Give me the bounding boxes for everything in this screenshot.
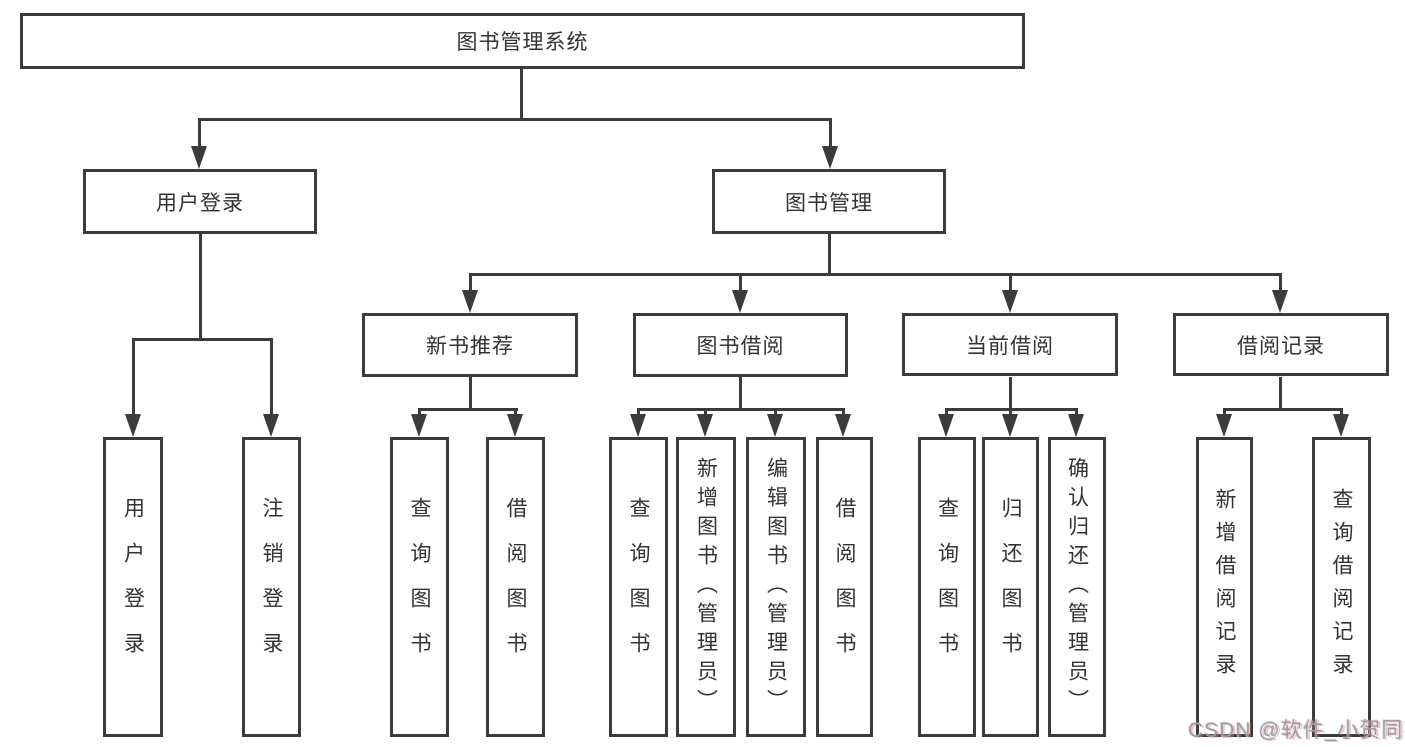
leaf-user-login: 用户登录: [103, 437, 163, 737]
connector-line: [270, 338, 273, 418]
leaf-borrow-books-newbook: 借阅图书: [486, 437, 545, 737]
arrowhead-down-icon: [1068, 414, 1084, 437]
leaf-logout: 注销登录: [242, 437, 301, 737]
node-label: 图书管理: [785, 191, 873, 215]
node-label: 借阅图书: [833, 497, 856, 677]
connector-line: [1009, 408, 1012, 418]
arrowhead-down-icon: [1002, 290, 1018, 313]
connector-line: [418, 408, 421, 418]
connector-line: [469, 273, 1281, 276]
leaf-query-borrow-record: 查询借阅记录: [1312, 437, 1371, 737]
node-label: 当前借阅: [966, 334, 1054, 358]
connector-line: [1009, 377, 1012, 410]
arrowhead-down-icon: [732, 290, 748, 313]
connector-line: [198, 118, 832, 121]
arrowhead-down-icon: [697, 414, 713, 437]
node-label: 查询借阅记录: [1330, 488, 1353, 686]
arrowhead-down-icon: [1216, 414, 1232, 437]
connector-line: [132, 338, 273, 341]
connector-line: [774, 408, 777, 418]
arrowhead-down-icon: [263, 414, 279, 437]
leaf-borrow-books-borrowing: 借阅图书: [816, 437, 873, 737]
connector-line: [739, 377, 742, 410]
csdn-watermark: CSDN @软件_小贺同学: [1188, 719, 1405, 742]
connector-line: [1009, 273, 1012, 295]
connector-line: [829, 118, 832, 150]
connector-line: [842, 408, 845, 418]
node-current-borrowing: 当前借阅: [902, 313, 1118, 376]
connector-line: [637, 408, 640, 418]
node-label: 图书管理系统: [456, 31, 589, 54]
connector-line: [1340, 408, 1343, 418]
node-label: 归还图书: [999, 497, 1022, 677]
arrowhead-down-icon: [835, 414, 851, 437]
connector-line: [198, 118, 201, 150]
connector-line: [520, 68, 523, 120]
connector-line: [1075, 408, 1078, 418]
connector-line: [1279, 377, 1282, 410]
arrowhead-down-icon: [767, 414, 783, 437]
connector-line: [945, 408, 948, 418]
arrowhead-down-icon: [630, 414, 646, 437]
leaf-return-books: 归还图书: [982, 437, 1039, 737]
node-book-management: 图书管理: [712, 169, 946, 234]
leaf-query-books-newbook: 查询图书: [390, 437, 449, 737]
arrowhead-down-icon: [1272, 290, 1288, 313]
arrowhead-down-icon: [411, 414, 427, 437]
connector-line: [469, 377, 472, 410]
node-label: 查询图书: [627, 497, 650, 677]
leaf-query-books-borrowing: 查询图书: [609, 437, 668, 737]
node-new-book-recommendation: 新书推荐: [362, 313, 578, 377]
connector-line: [132, 338, 135, 418]
connector-line: [739, 273, 742, 295]
node-library-management-system: 图书管理系统: [20, 13, 1025, 69]
connector-line: [199, 234, 202, 340]
leaf-edit-book-admin: 编辑图书（管理员）: [746, 437, 806, 737]
node-label: 用户登录: [121, 497, 145, 677]
node-book-borrowing: 图书借阅: [633, 313, 848, 377]
connector-line: [1223, 408, 1226, 418]
connector-line: [1279, 273, 1282, 295]
arrowhead-down-icon: [507, 414, 523, 437]
node-user-login: 用户登录: [83, 169, 317, 234]
node-label: 用户登录: [156, 191, 244, 215]
arrowhead-down-icon: [822, 146, 838, 169]
node-label: 新增借阅记录: [1213, 488, 1236, 686]
connector-line: [418, 408, 518, 411]
leaf-add-book-admin: 新增图书（管理员）: [676, 437, 736, 737]
arrowhead-down-icon: [462, 290, 478, 313]
node-label: 编辑图书（管理员）: [764, 456, 788, 718]
node-label: 查询图书: [408, 497, 431, 677]
node-label: 新书推荐: [426, 335, 514, 358]
arrowhead-down-icon: [1333, 414, 1349, 437]
connector-line: [469, 273, 472, 295]
connector-line: [1223, 408, 1343, 411]
leaf-confirm-return-admin: 确认归还（管理员）: [1048, 437, 1106, 737]
node-label: 查询图书: [935, 497, 959, 677]
arrowhead-down-icon: [125, 414, 141, 437]
leaf-query-books-current: 查询图书: [918, 437, 976, 737]
node-label: 新增图书（管理员）: [694, 456, 718, 718]
connector-line: [514, 408, 517, 418]
node-label: 借阅图书: [504, 497, 527, 677]
arrowhead-down-icon: [938, 414, 954, 437]
leaf-add-borrow-record: 新增借阅记录: [1196, 437, 1253, 737]
connector-line: [637, 408, 845, 411]
node-label: 注销登录: [260, 497, 283, 677]
arrowhead-down-icon: [1002, 414, 1018, 437]
node-label: 借阅记录: [1237, 334, 1325, 358]
node-label: 确认归还（管理员）: [1065, 456, 1089, 718]
connector-line: [704, 408, 707, 418]
node-label: 图书借阅: [696, 335, 785, 358]
connector-line: [828, 234, 831, 275]
node-borrowing-records: 借阅记录: [1173, 313, 1389, 376]
arrowhead-down-icon: [191, 146, 207, 169]
